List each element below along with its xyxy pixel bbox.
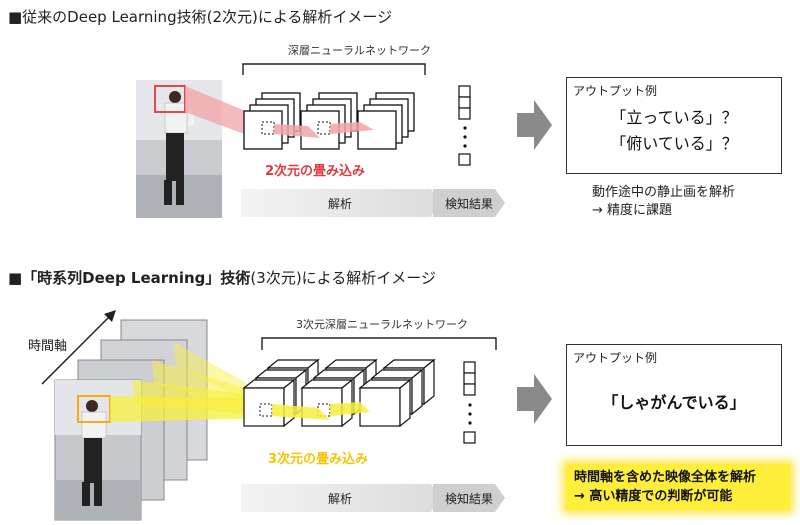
result-arrow-3d <box>517 374 552 424</box>
feature-stack-2d-2 <box>300 92 358 150</box>
section2-heading-suffix: (3次元)による解析イメージ <box>250 269 436 287</box>
output-column-3d <box>463 361 476 444</box>
section1-heading: ■従来のDeep Learning技術(2次元)による解析イメージ <box>8 8 393 26</box>
network-label-2d: 深層ニューラルネットワーク <box>288 44 431 57</box>
output-line1-3d: 「しゃがんでいる」 <box>602 393 746 412</box>
section2-heading: ■「時系列Deep Learning」技術(3次元)による解析イメージ <box>8 267 436 288</box>
output-column-2d <box>458 85 471 166</box>
output-line2-2d: 「俯いている」？ <box>610 134 738 153</box>
analysis-bar-3d: 解析 <box>241 484 439 512</box>
feature-stack-3d-3 <box>358 358 436 428</box>
output-title-3d: アウトプット例 <box>573 351 658 365</box>
feature-stack-2d-1 <box>243 92 301 150</box>
highlight-line2: → 高い精度での判断が可能 <box>574 489 733 504</box>
time-axis-label: 時間軸 <box>28 339 68 354</box>
note-2d: 動作途中の静止画を解析 → 精度に課題 <box>592 184 735 220</box>
highlight-line1: 時間軸を含めた映像全体を解析 <box>574 470 757 485</box>
note-line1-2d: 動作途中の静止画を解析 <box>592 185 736 200</box>
conv-label-2d: 2次元の畳み込み <box>265 164 366 179</box>
output-box-2d: アウトプット例 「立っている」？ 「俯いている」？ <box>566 77 782 174</box>
section2-heading-prefix: ■「時系列Deep Learning」技術 <box>8 269 251 287</box>
network-brace-3d <box>261 337 497 350</box>
note-line2-2d: → 精度に課題 <box>592 203 673 218</box>
feature-stack-2d-3 <box>357 92 415 150</box>
time-axis-arrow <box>41 313 113 385</box>
output-line1-2d: 「立っている」？ <box>610 108 738 127</box>
projection-2d <box>185 86 255 138</box>
detect-bar-2d: 検知結果 <box>433 189 505 217</box>
analysis-bar-2d: 解析 <box>241 189 439 217</box>
output-box-3d: アウトプット例 「しゃがんでいる」 <box>566 344 782 446</box>
network-label-3d: 3次元深層ニューラルネットワーク <box>296 318 468 331</box>
detect-bar-3d: 検知結果 <box>433 484 505 512</box>
highlight-note-3d: 時間軸を含めた映像全体を解析 → 高い精度での判断が可能 <box>566 464 790 510</box>
network-brace-2d <box>242 63 426 75</box>
conv-label-3d: 3次元の畳み込み <box>268 452 369 467</box>
output-title-2d: アウトプット例 <box>573 84 658 98</box>
result-arrow-2d <box>517 100 552 150</box>
